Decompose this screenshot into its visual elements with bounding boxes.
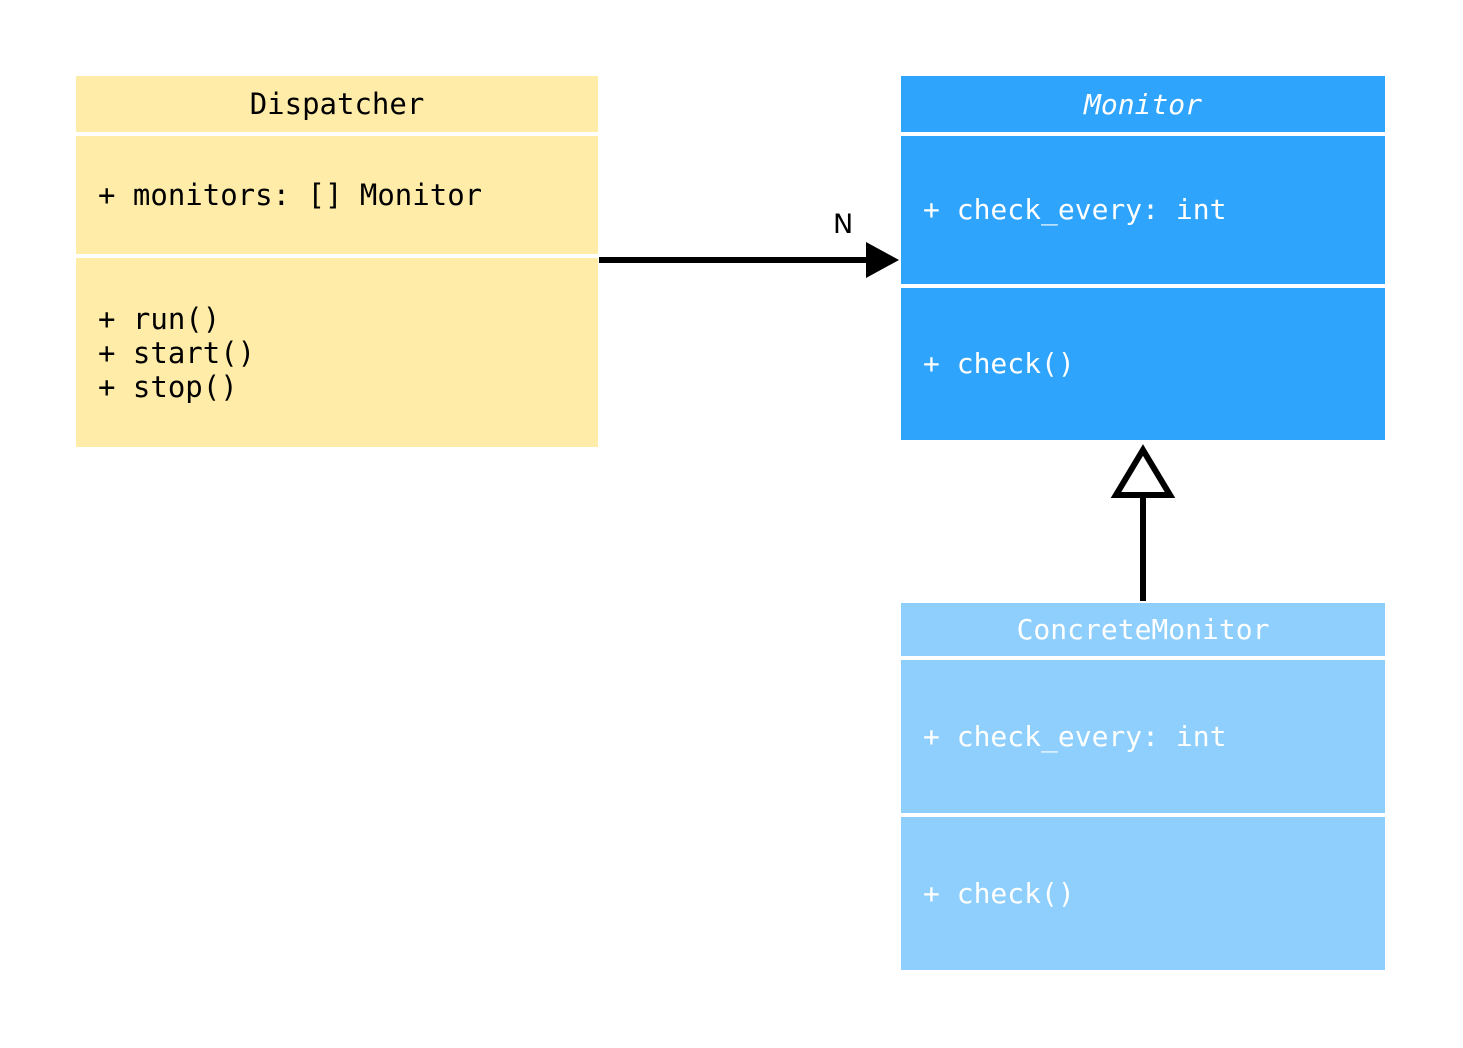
compartment-separator: [901, 656, 1385, 660]
generalization-concretemonitor-to-monitor: [1110, 444, 1176, 601]
compartment-separator: [76, 254, 598, 258]
class-title-monitor: Monitor: [901, 76, 1385, 132]
attributes-compartment-dispatcher: + monitors: [] Monitor: [76, 136, 598, 254]
operations-compartment-concretemonitor: + check(): [901, 817, 1385, 970]
operation-item: + start(): [98, 335, 256, 370]
class-box-monitor[interactable]: Monitor + check_every: int + check(): [901, 76, 1385, 444]
attribute-item: + check_every: int: [923, 719, 1227, 753]
operations-compartment-monitor: + check(): [901, 288, 1385, 440]
operation-item: + check(): [923, 347, 1075, 380]
class-box-concretemonitor[interactable]: ConcreteMonitor + check_every: int + che…: [901, 603, 1385, 970]
attribute-item: + monitors: [] Monitor: [98, 178, 483, 212]
association-multiplicity-label: N: [833, 209, 854, 240]
compartment-separator: [901, 132, 1385, 136]
attributes-compartment-monitor: + check_every: int: [901, 136, 1385, 284]
attribute-item: + check_every: int: [923, 193, 1227, 226]
association-arrowhead-icon: [866, 242, 899, 278]
compartment-separator: [76, 132, 598, 136]
operation-item: + run(): [98, 301, 221, 336]
compartment-separator: [901, 284, 1385, 288]
operation-item: + stop(): [98, 369, 238, 404]
class-box-dispatcher[interactable]: Dispatcher + monitors: [] Monitor + run(…: [76, 76, 598, 447]
operation-item: + check(): [923, 876, 1075, 910]
compartment-separator: [901, 813, 1385, 817]
class-title-concretemonitor: ConcreteMonitor: [901, 603, 1385, 656]
class-title-dispatcher: Dispatcher: [76, 76, 598, 132]
association-dispatcher-to-monitor: [599, 242, 899, 278]
attributes-compartment-concretemonitor: + check_every: int: [901, 660, 1385, 813]
operations-compartment-dispatcher: + run() + start() + stop(): [76, 258, 598, 447]
generalization-triangle-icon: [1110, 444, 1176, 498]
